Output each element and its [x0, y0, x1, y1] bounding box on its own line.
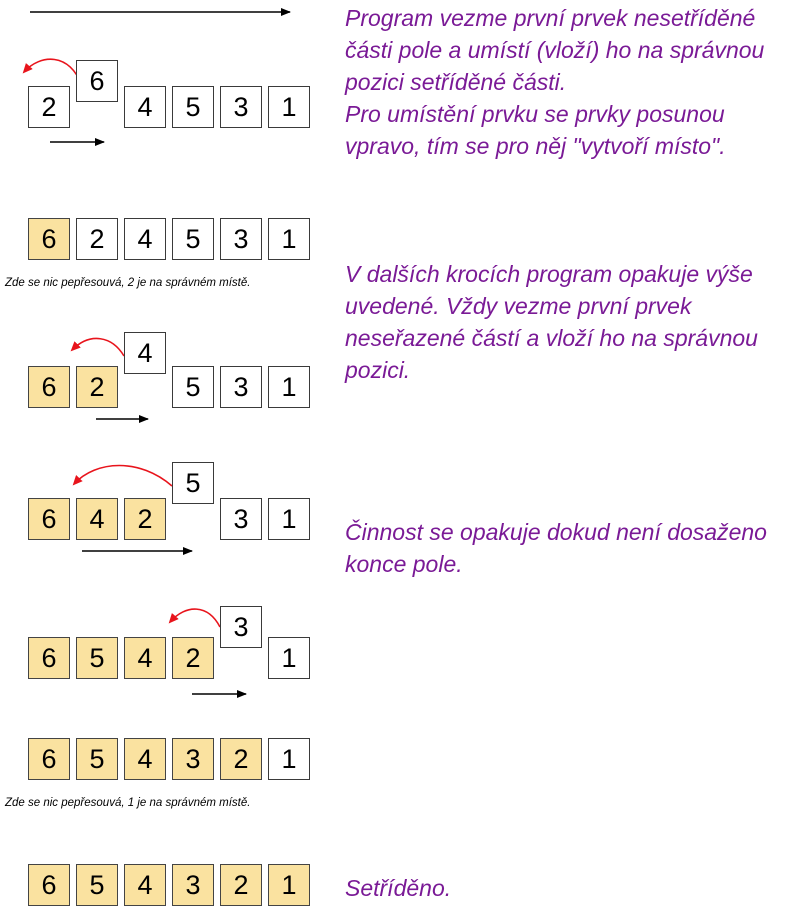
array-cell-r3-sorted: 2	[76, 366, 118, 408]
insert-curve-5	[168, 608, 221, 628]
array-cell-r3-unsorted: 5	[172, 366, 214, 408]
array-cell-r6-unsorted: 1	[268, 738, 310, 780]
note-intro-line: pozici setříděné části.	[345, 69, 567, 95]
array-cell-r3-unsorted: 3	[220, 366, 262, 408]
array-cell-r6-sorted: 6	[28, 738, 70, 780]
array-cell-r1-unsorted: 5	[172, 86, 214, 128]
note-repeat-line: pozici.	[345, 357, 411, 383]
array-cell-r5-sorted: 5	[76, 637, 118, 679]
array-cell-r6-sorted: 4	[124, 738, 166, 780]
note-continue: Činnost se opakuje dokud není dosaženo k…	[345, 516, 767, 580]
note-continue-line: konce pole.	[345, 551, 463, 577]
array-cell-r2-unsorted: 3	[220, 218, 262, 260]
array-cell-r2-unsorted: 4	[124, 218, 166, 260]
array-cell-r4-sorted: 6	[28, 498, 70, 540]
note-continue-line: Činnost se opakuje dokud není dosaženo	[345, 519, 767, 545]
array-cell-r7-sorted: 5	[76, 864, 118, 906]
array-cell-r4-unsorted: 1	[268, 498, 310, 540]
note-intro-line: části pole a umístí (vloží) ho na správn…	[345, 37, 765, 63]
note-repeat: V dalších krocích program opakuje výše u…	[345, 258, 758, 386]
note-intro-line: vpravo, tím se pro něj "vytvoří místo".	[345, 133, 726, 159]
array-cell-r2-sorted: 6	[28, 218, 70, 260]
note-intro-line: Pro umístění prvku se prvky posunou	[345, 101, 725, 127]
insert-curve-3	[70, 337, 125, 357]
array-cell-r2-unsorted: 1	[268, 218, 310, 260]
array-cell-r2-unsorted: 2	[76, 218, 118, 260]
array-cell-r6-sorted: 2	[220, 738, 262, 780]
array-cell-r1-unsorted: 3	[220, 86, 262, 128]
array-cell-r7-sorted: 4	[124, 864, 166, 906]
note-done-line: Setříděno.	[345, 875, 452, 901]
array-cell-r2-unsorted: 5	[172, 218, 214, 260]
array-cell-r4-raised: 5	[172, 462, 214, 504]
array-cell-r1-unsorted: 4	[124, 86, 166, 128]
note-repeat-line: V dalších krocích program opakuje výše	[345, 261, 753, 287]
array-cell-r7-sorted: 6	[28, 864, 70, 906]
caption-step6: Zde se nic pepřesouvá, 1 je na správném …	[5, 797, 251, 809]
array-cell-r5-sorted: 6	[28, 637, 70, 679]
array-cell-r4-sorted: 4	[76, 498, 118, 540]
note-repeat-line: uvedené. Vždy vezme první prvek	[345, 293, 692, 319]
array-cell-r1-unsorted: 1	[268, 86, 310, 128]
array-cell-r7-sorted: 2	[220, 864, 262, 906]
note-repeat-line: neseřazené částí a vloží ho na správnou	[345, 325, 758, 351]
array-cell-r5-sorted: 2	[172, 637, 214, 679]
insert-curve-1	[22, 58, 83, 87]
array-cell-r1-unsorted: 2	[28, 86, 70, 128]
note-done: Setříděno.	[345, 872, 451, 904]
array-cell-r7-sorted: 1	[268, 864, 310, 906]
array-cell-r7-sorted: 3	[172, 864, 214, 906]
array-cell-r5-raised: 3	[220, 606, 262, 648]
array-cell-r3-raised: 4	[124, 332, 166, 374]
array-cell-r4-unsorted: 3	[220, 498, 262, 540]
note-intro-line: Program vezme první prvek nesetříděné	[345, 5, 756, 31]
array-cell-r6-sorted: 5	[76, 738, 118, 780]
array-cell-r4-sorted: 2	[124, 498, 166, 540]
note-intro: Program vezme první prvek nesetříděné čá…	[345, 2, 764, 162]
insert-curve-4	[72, 464, 173, 487]
array-cell-r3-unsorted: 1	[268, 366, 310, 408]
array-cell-r3-sorted: 6	[28, 366, 70, 408]
array-cell-r5-sorted: 4	[124, 637, 166, 679]
caption-step2: Zde se nic pepřesouvá, 2 je na správném …	[5, 277, 251, 289]
array-cell-r1-raised: 6	[76, 60, 118, 102]
array-cell-r6-sorted: 3	[172, 738, 214, 780]
array-cell-r5-unsorted: 1	[268, 637, 310, 679]
